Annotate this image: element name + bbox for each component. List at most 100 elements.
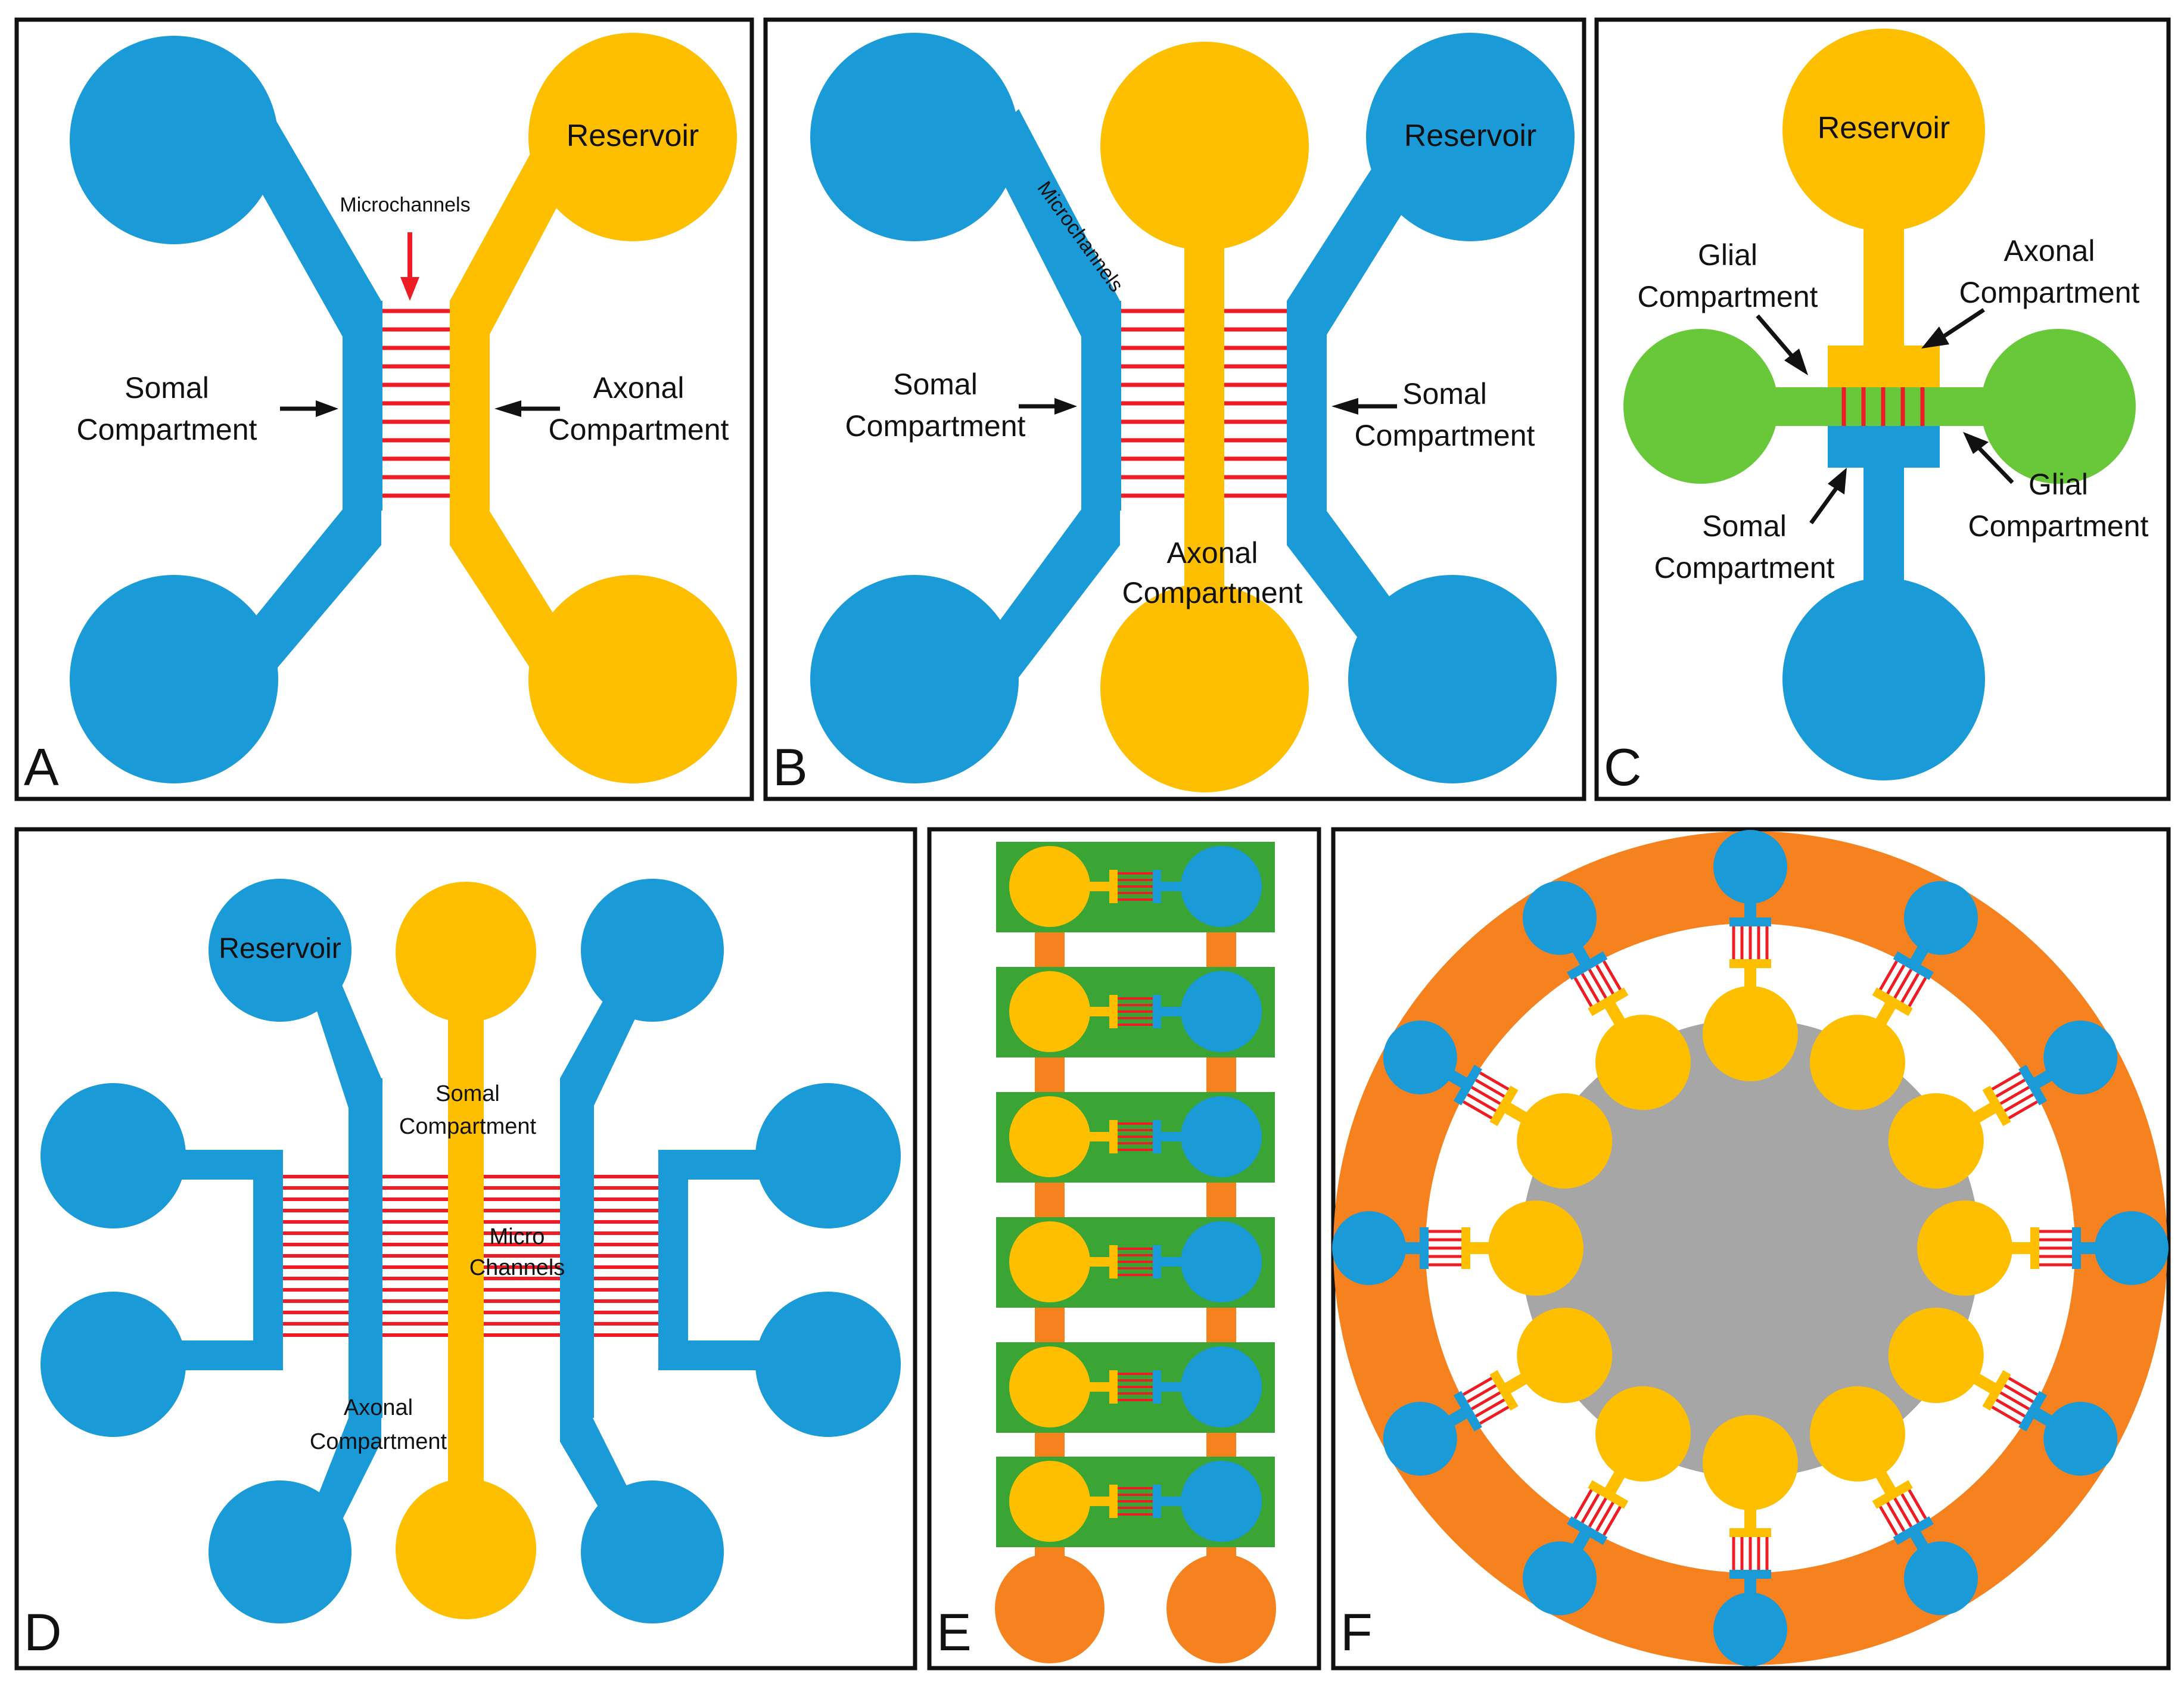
panel-f-microchannel xyxy=(1908,977,1927,1007)
panel-b-somal-right-label-2: Compartment xyxy=(1355,419,1535,452)
panel-f-microchannel xyxy=(1893,969,1913,999)
panel-f-axonal-stem xyxy=(1969,1101,1999,1125)
panel-e-somal-stem xyxy=(1161,1382,1184,1392)
panel-f-axonal-compartment xyxy=(1489,1370,1519,1411)
panel-c-arrow-axonal xyxy=(1942,308,1985,338)
panel-f: F xyxy=(1331,827,2171,1671)
panel-e-somal-compartment xyxy=(1153,1485,1161,1518)
panel-e-letter: E xyxy=(937,1603,972,1662)
panel-e-axonal-compartment xyxy=(1109,995,1118,1028)
panel-e-unit xyxy=(996,842,1275,932)
panel-f-axonal-stem xyxy=(1873,1467,1897,1497)
panel-e-axonal-reservoir xyxy=(1009,1461,1090,1542)
panel-d-compartment-right xyxy=(560,1078,594,1418)
panel-a-arrowhead-somal xyxy=(316,400,338,417)
panel-f-somal-reservoir xyxy=(1383,1402,1457,1476)
panel-f-somal-compartment xyxy=(1420,1227,1429,1269)
panel-d-somal-label-2: Compartment xyxy=(399,1114,537,1139)
panel-a-reservoir xyxy=(528,33,737,241)
panel-b-letter: B xyxy=(773,738,808,797)
panel-f-axonal-reservoir xyxy=(1703,986,1798,1081)
panel-d-axonal-reservoir-bottom xyxy=(396,1479,536,1619)
panel-e-orange-reservoir xyxy=(1166,1554,1276,1663)
panel-b-somal-right-label-1: Somal xyxy=(1402,377,1487,410)
panel-f-microchannel xyxy=(1991,1405,2021,1425)
panel-d-micro-label-1: Micro xyxy=(490,1224,545,1249)
panel-f-microchannel xyxy=(1581,1493,1600,1523)
panel-f-microchannel xyxy=(1603,1505,1622,1536)
panel-f-axonal-compartment xyxy=(2030,1227,2039,1269)
panel-f-microchannel xyxy=(1581,973,1600,1003)
panel-f-somal-compartment xyxy=(1567,951,1608,980)
panel-c-arrowhead-glial-left xyxy=(1784,349,1808,375)
panel-a-somal-label-1: Somal xyxy=(125,371,209,405)
panel-f-microchannel xyxy=(2003,1384,2034,1404)
panel-f-microchannel xyxy=(1588,1497,1607,1528)
panel-b-somal-reservoir-left-top xyxy=(810,33,1019,241)
panel-f-units xyxy=(1332,830,2169,1666)
panel-f-microchannel xyxy=(1467,1093,1497,1112)
panel-c-arrowhead-glial-right xyxy=(1963,432,1989,454)
panel-f-microchannel xyxy=(1886,1501,1906,1532)
panel-e-somal-compartment xyxy=(1153,870,1161,903)
panel-f-somal-reservoir xyxy=(1523,1541,1597,1616)
panel-f-somal-compartment xyxy=(1893,951,1934,980)
panel-e-axonal-stem xyxy=(1079,1132,1115,1141)
panel-e-axonal-stem xyxy=(1079,882,1115,891)
panel-d: Reservoir Somal Compartment Micro Channe… xyxy=(14,827,917,1671)
panel-e-axonal-compartment xyxy=(1109,1120,1118,1153)
panel-a-axonal-label-1: Axonal xyxy=(593,371,685,405)
panel-f-axonal-reservoir xyxy=(1595,1386,1691,1482)
panel-c-arrow-glial-left xyxy=(1756,314,1795,359)
panel-c-arrow-glial-right xyxy=(1977,446,2014,484)
panel-d-microchannels xyxy=(283,1175,658,1337)
panel-f-unit xyxy=(1703,830,1798,1081)
panel-f-microchannel xyxy=(1879,960,1898,991)
panel-c-letter: C xyxy=(1604,738,1642,797)
panel-c-reservoir-label: Reservoir xyxy=(1818,111,1950,145)
panel-b-axonal-label-1: Axonal xyxy=(1167,536,1258,570)
panel-d-micro-label-2: Channels xyxy=(469,1255,565,1280)
panel-b-axonal-reservoir-top xyxy=(1100,42,1309,250)
panel-e-axonal-stem xyxy=(1079,1257,1115,1267)
panel-f-microchannel xyxy=(1475,1078,1505,1098)
panel-b-somal-left-label-1: Somal xyxy=(893,368,978,401)
panel-a-microchannels xyxy=(382,309,450,498)
panel-f-somal-reservoir xyxy=(1904,881,1978,955)
panel-e-axonal-stem xyxy=(1079,1497,1115,1506)
panel-f-center-well xyxy=(1521,1019,1980,1477)
panel-f-unit xyxy=(1703,1415,1798,1666)
panel-e-axonal-compartment xyxy=(1109,1485,1118,1518)
panel-d-side-reservoir-left-top xyxy=(41,1083,186,1228)
panel-e-somal-compartment xyxy=(1153,1120,1161,1153)
panel-c-arrowhead-somal xyxy=(1828,468,1847,494)
panel-f-axonal-reservoir xyxy=(1703,1415,1798,1510)
panel-f-axonal-reservoir xyxy=(1517,1308,1613,1403)
panel-f-axonal-compartment xyxy=(1729,1528,1771,1537)
panel-e-somal-reservoir xyxy=(1181,1096,1262,1177)
panel-c-somal-label-2: Compartment xyxy=(1654,551,1835,584)
panel-f-microchannel xyxy=(1879,1505,1898,1536)
panel-e-somal-compartment xyxy=(1153,1370,1161,1404)
panel-c-reservoir xyxy=(1782,29,1985,231)
panel-f-somal-reservoir xyxy=(1383,1021,1457,1094)
panel-f-axonal-stem xyxy=(1502,1101,1532,1125)
panel-f-microchannel xyxy=(1471,1085,1501,1105)
panel-f-axonal-compartment xyxy=(1872,987,1913,1016)
panel-b-somal-left-label-2: Compartment xyxy=(845,409,1026,443)
panel-e-somal-compartment xyxy=(1153,1245,1161,1279)
panel-d-reservoir-left-bottom xyxy=(209,1480,351,1623)
panel-d-axonal-channel xyxy=(448,947,484,1549)
panel-f-somal-compartment xyxy=(2018,1391,2048,1432)
panel-a: Reservoir Microchannels Somal Compartmen… xyxy=(14,17,754,801)
panel-d-letter: D xyxy=(24,1603,62,1662)
panel-c-somal-label-1: Somal xyxy=(1702,509,1787,543)
panel-a-microchannels-label: Microchannels xyxy=(340,194,470,216)
panel-f-axonal-stem xyxy=(1603,1000,1628,1029)
panel-a-somal-reservoir-bottom xyxy=(70,575,278,783)
panel-e-axonal-compartment xyxy=(1109,870,1118,903)
panel-f-axonal-reservoir xyxy=(1517,1093,1613,1189)
panel-f-somal-compartment xyxy=(1453,1065,1482,1106)
panel-f-axonal-stem xyxy=(1603,1467,1628,1497)
panel-f-unit xyxy=(1383,1021,1613,1189)
